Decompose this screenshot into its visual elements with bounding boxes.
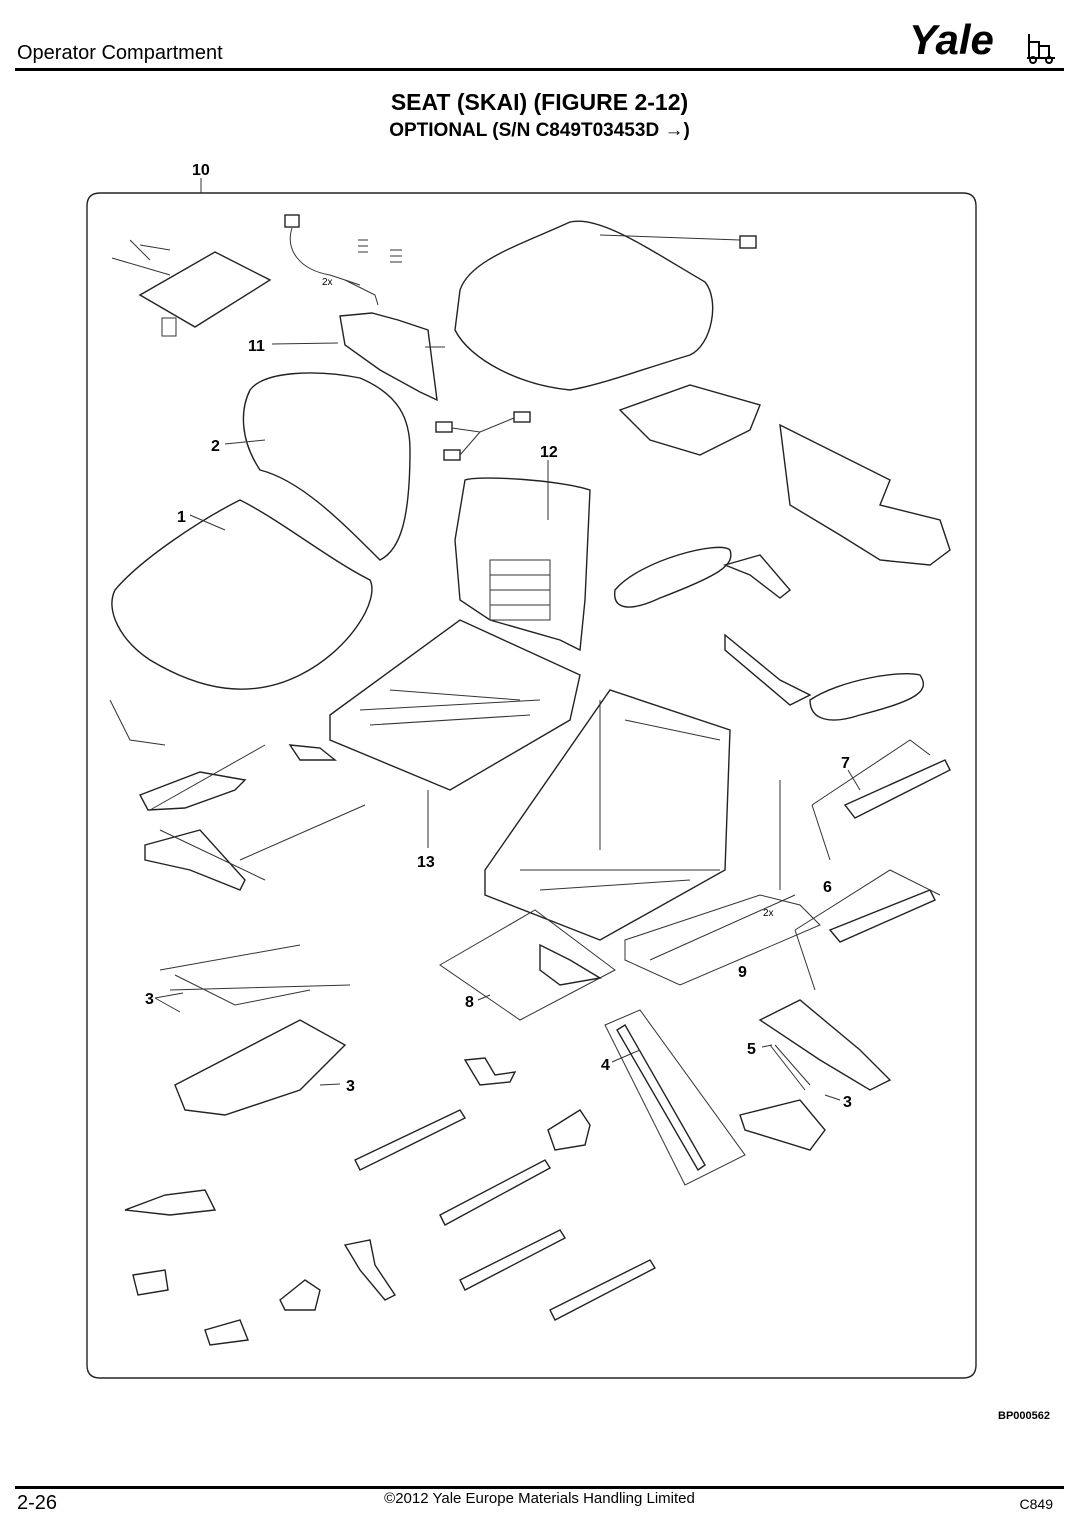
figure-subtitle: OPTIONAL (S/N C849T03453D →) (389, 120, 690, 141)
lower-rail-d (549, 1259, 656, 1321)
switch-harness (284, 214, 402, 306)
section-title: Operator Compartment (17, 42, 223, 64)
page-number: 2-26 (17, 1492, 58, 1514)
qty-label-2x-cable: 2x (763, 908, 774, 919)
callout-8: 8 (465, 994, 474, 1011)
lower-rail-c (459, 1229, 566, 1291)
scissor-frame (109, 699, 366, 891)
slide-rail-7 (843, 759, 951, 819)
qty-label-2x-top: 2x (322, 277, 333, 288)
seat-cushion (111, 499, 373, 690)
callout-5: 5 (747, 1041, 756, 1058)
callout-9: 9 (738, 964, 747, 981)
callout-3a: 3 (145, 991, 154, 1008)
lever-assembly (758, 999, 892, 1091)
figure-reference: BP000562 (998, 1410, 1050, 1422)
lower-rail-a (354, 1109, 467, 1171)
seat-pan-bracket (618, 384, 761, 456)
lever (288, 744, 337, 761)
callout-6: 6 (823, 879, 832, 896)
callout-1: 1 (177, 509, 186, 526)
forklift-icon (1027, 34, 1055, 64)
belt-buckle (343, 1239, 397, 1301)
figure-title: SEAT (SKAI) (FIGURE 2-12) (390, 89, 689, 115)
figure-frame (86, 192, 977, 1379)
small-bracket (463, 1057, 517, 1086)
callout-3b: 3 (346, 1078, 355, 1095)
harness-connectors (435, 411, 531, 461)
mount-bracket (547, 1109, 591, 1151)
callout-7: 7 (841, 755, 850, 772)
mounting-plate (111, 239, 272, 337)
gas-spring (616, 1024, 706, 1172)
armrest-support (724, 633, 812, 706)
armrest-right (809, 673, 925, 721)
callout-13: 13 (417, 854, 435, 871)
armrest-bracket (722, 554, 792, 599)
headrest-panel (339, 312, 438, 402)
header-rule (15, 68, 1064, 71)
release-cable (649, 780, 796, 961)
belt-bracket-d (132, 1269, 169, 1296)
belt-bracket-a (124, 1189, 217, 1216)
callout-4: 4 (601, 1057, 610, 1074)
backrest-frame (454, 477, 591, 652)
side-panel (779, 423, 951, 566)
footer-rule (15, 1486, 1064, 1489)
seat-base-frame (484, 689, 731, 941)
callout-2: 2 (211, 438, 220, 455)
lower-rail-b (439, 1159, 551, 1226)
belt-bracket-c (204, 1319, 249, 1346)
seat-cushion-upper (454, 220, 714, 391)
yale-logo: Yale (909, 16, 1055, 64)
callout-10: 10 (192, 162, 210, 179)
copyright: ©2012 Yale Europe Materials Handling Lim… (384, 1490, 695, 1507)
callout-11: 11 (248, 338, 265, 355)
callout-3c: 3 (843, 1094, 852, 1111)
backrest-cushion (242, 372, 411, 561)
svg-text:Yale: Yale (909, 16, 994, 63)
belt-bracket-b (279, 1279, 321, 1311)
spring-5 (769, 1044, 811, 1091)
model-number: C849 (1019, 1496, 1053, 1512)
slide-rail-6 (828, 889, 936, 943)
suspension-base (174, 1019, 347, 1116)
armrest-left (614, 546, 732, 608)
bracket-8 (539, 943, 602, 986)
callout-12: 12 (540, 444, 558, 461)
